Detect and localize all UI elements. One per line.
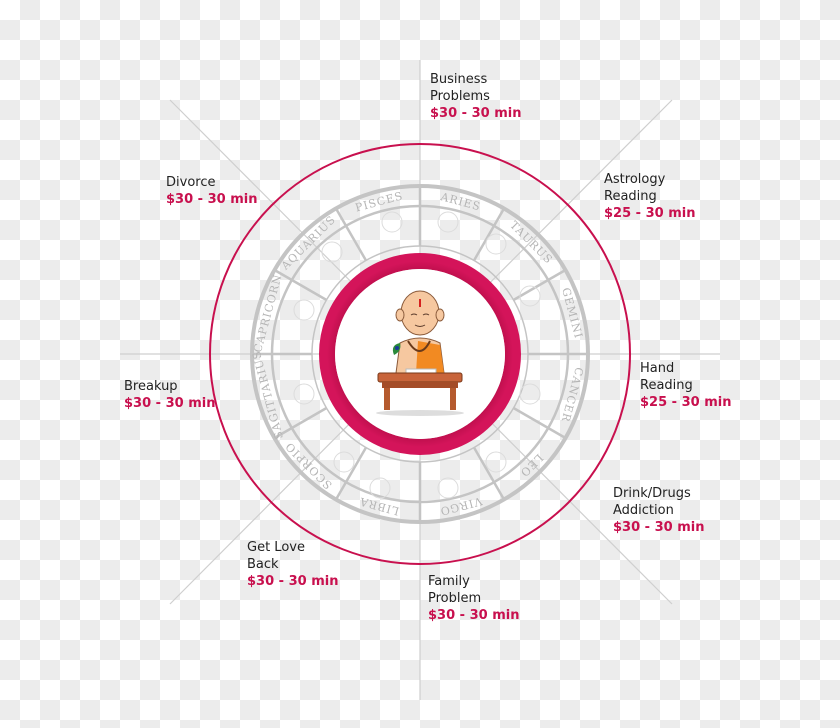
service-name: Drink/Drugs Addiction [613, 486, 691, 518]
service-name: Business Problems [430, 72, 490, 104]
zodiac-glyphs [293, 211, 541, 499]
service-price: $25 - 30 min [604, 206, 696, 221]
service-astrology-reading[interactable]: Astrology Reading $25 - 30 min [604, 171, 695, 222]
zodiac-spokes [252, 186, 588, 522]
service-hand-reading[interactable]: Hand Reading $25 - 30 min [640, 360, 731, 411]
inner-ring [319, 253, 521, 455]
service-name: Astrology Reading [604, 172, 666, 204]
service-get-love-back[interactable]: Get Love Back $30 - 30 min [247, 539, 338, 590]
service-breakup[interactable]: Breakup $30 - 30 min [124, 378, 215, 412]
service-drink-drugs-addiction[interactable]: Drink/Drugs Addiction $30 - 30 min [613, 485, 704, 536]
service-price: $30 - 30 min [247, 574, 339, 589]
service-name: Breakup [124, 379, 178, 394]
service-price: $30 - 30 min [428, 608, 520, 623]
service-name: Get Love Back [247, 540, 305, 572]
service-price: $25 - 30 min [640, 395, 732, 410]
svg-text:LEO: LEO [517, 451, 546, 480]
outer-ring [209, 143, 631, 565]
service-name: Hand Reading [640, 361, 693, 393]
service-business-problems[interactable]: Business Problems $30 - 30 min [430, 71, 521, 122]
astrologer-icon [360, 285, 480, 425]
service-family-problem[interactable]: Family Problem $30 - 30 min [428, 573, 519, 624]
service-price: $30 - 30 min [430, 106, 522, 121]
service-name: Family Problem [428, 574, 482, 606]
service-price: $30 - 30 min [166, 192, 258, 207]
service-price: $30 - 30 min [613, 520, 705, 535]
service-divorce[interactable]: Divorce $30 - 30 min [166, 174, 257, 208]
svg-text:AQUARIUS: AQUARIUS [278, 213, 338, 273]
service-price: $30 - 30 min [124, 396, 216, 411]
service-name: Divorce [166, 175, 216, 190]
